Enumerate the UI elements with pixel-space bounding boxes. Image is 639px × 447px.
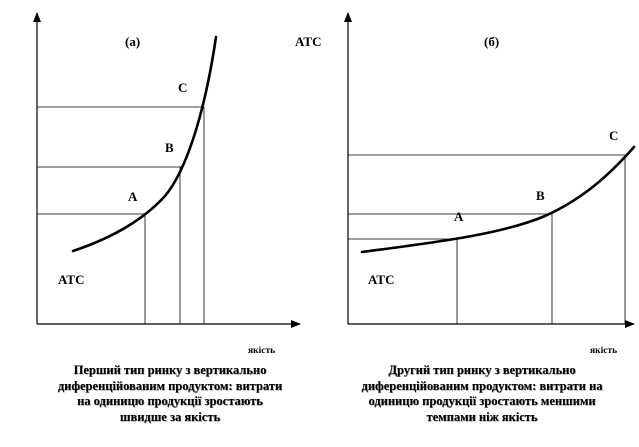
panel-b-point-b: B (536, 188, 545, 203)
panel-b-atc-curve (360, 145, 636, 254)
panel-b-caption-line: одиницю продукції зростають меншими (368, 394, 596, 408)
panel-b-caption-line: темпами ніж якість (426, 409, 538, 424)
panel-b-point-a: A (454, 209, 464, 224)
panel-a-curve-label: ATC (58, 272, 84, 287)
panel-a-caption-line: швидше за якість (119, 409, 221, 424)
panel-b-caption-line: диференційованим продуктом: витрати на (361, 378, 603, 393)
panel-a-point-b: B (165, 140, 174, 155)
panel-a-point-a: A (128, 189, 138, 204)
panel-b-title: (б) (484, 34, 499, 49)
panel-a-title: (а) (125, 34, 140, 49)
panel-b-y-label: ATC (295, 34, 321, 49)
panel-b-caption: Другий тип ринку з вертикально диференці… (330, 363, 634, 425)
panel-b-x-label: якість (590, 345, 617, 356)
panel-a-atc-curve (71, 35, 218, 253)
panel-b-point-c: C (609, 128, 618, 143)
panel-a-caption-line: Перший тип ринку з вертикально (73, 363, 267, 377)
panel-b: ATC (б) C B A ATC якість (295, 12, 636, 356)
panel-a-caption-line: диференційованим продуктом: витрати (57, 378, 283, 393)
panel-b-curve-label: ATC (368, 272, 394, 287)
panel-a-point-c: C (178, 80, 187, 95)
panel-b-caption-line: Другий тип ринку з вертикально (388, 363, 576, 377)
panel-a: (а) C B A ATC якість (33, 12, 301, 356)
panel-a-caption-line: на одиницю продукції зростають (77, 394, 263, 408)
panel-a-x-label: якість (248, 345, 275, 356)
panel-a-caption: Перший тип ринку з вертикально диференці… (28, 363, 312, 425)
